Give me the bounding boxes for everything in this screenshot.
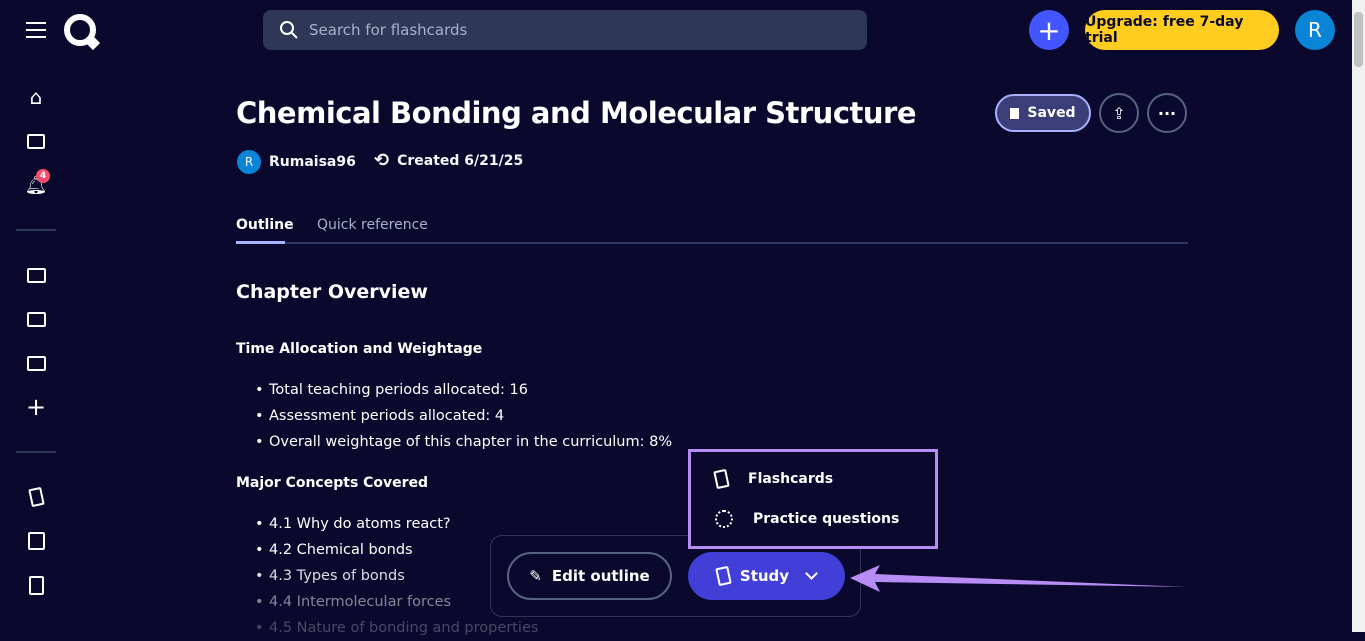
list-item: Assessment periods allocated: 4 [237,403,672,429]
section-title: Time Allocation and Weightage [236,341,483,357]
menu-item-flashcards[interactable]: Flashcards [713,468,833,490]
flashcards-icon [713,468,730,490]
book-icon[interactable] [24,573,48,597]
list-item: 4.5 Nature of bonding and properties [237,615,538,641]
menu-icon[interactable] [26,22,46,38]
tab-quick-reference[interactable]: Quick reference [317,217,428,233]
divider [16,451,56,453]
create-button[interactable]: + [1029,10,1069,50]
folder-icon[interactable] [24,307,48,331]
flashcards-icon [715,565,732,587]
annotation-arrow [850,565,1187,592]
share-button[interactable]: ⇪ [1099,93,1139,133]
plus-icon[interactable]: + [25,393,47,421]
list-item: Overall weightage of this chapter in the… [237,429,672,455]
history-icon: ⟲ [374,150,390,171]
practice-icon [715,510,733,528]
pencil-icon: ✎ [529,567,542,585]
study-menu: Flashcards Practice questions [688,449,938,549]
section-title: Major Concepts Covered [236,475,429,491]
list-item: 4.4 Intermolecular forces [237,589,538,615]
flashcards-icon[interactable] [24,485,48,509]
study-button[interactable]: Study [688,552,845,600]
outline-heading: Chapter Overview [236,281,428,303]
search-bar[interactable] [263,10,867,50]
section-list: Total teaching periods allocated: 16 Ass… [237,377,672,455]
created-date: ⟲Created 6/21/25 [374,150,524,171]
divider [16,229,56,231]
bookmark-icon [1010,107,1020,119]
tab-outline[interactable]: Outline [236,217,294,233]
author-avatar: R [237,150,261,174]
notes-icon[interactable] [24,529,48,553]
tabs-divider [236,242,1188,244]
folder-icon[interactable] [24,351,48,375]
list-item: 4.2 Chemical bonds [237,537,538,563]
list-item: Total teaching periods allocated: 16 [237,377,672,403]
more-button[interactable]: ··· [1147,93,1187,133]
search-input[interactable] [309,21,809,39]
edit-outline-button[interactable]: ✎Edit outline [507,552,672,600]
folder-icon[interactable] [24,263,48,287]
list-item: 4.1 Why do atoms react? [237,511,538,537]
author-name: Rumaisa96 [269,154,356,170]
menu-item-practice-questions[interactable]: Practice questions [715,510,899,528]
chevron-down-icon [805,567,818,580]
author[interactable]: R Rumaisa96 [237,150,356,174]
page-title: Chemical Bonding and Molecular Structure [236,96,917,130]
list-item: 4.3 Types of bonds [237,563,538,589]
folder-open-icon[interactable] [24,129,48,153]
home-icon[interactable]: ⌂ [29,85,43,109]
active-tab-indicator [236,241,285,244]
notification-badge: 4 [36,169,50,183]
scrollbar[interactable] [1352,0,1365,632]
search-icon [280,21,298,39]
saved-button[interactable]: Saved [995,94,1091,132]
user-avatar[interactable]: R [1295,10,1335,50]
bell-icon[interactable]: 🔔︎4 [24,169,50,197]
upgrade-button[interactable]: Upgrade: free 7-day trial [1085,10,1279,50]
quizlet-logo[interactable] [64,14,101,51]
